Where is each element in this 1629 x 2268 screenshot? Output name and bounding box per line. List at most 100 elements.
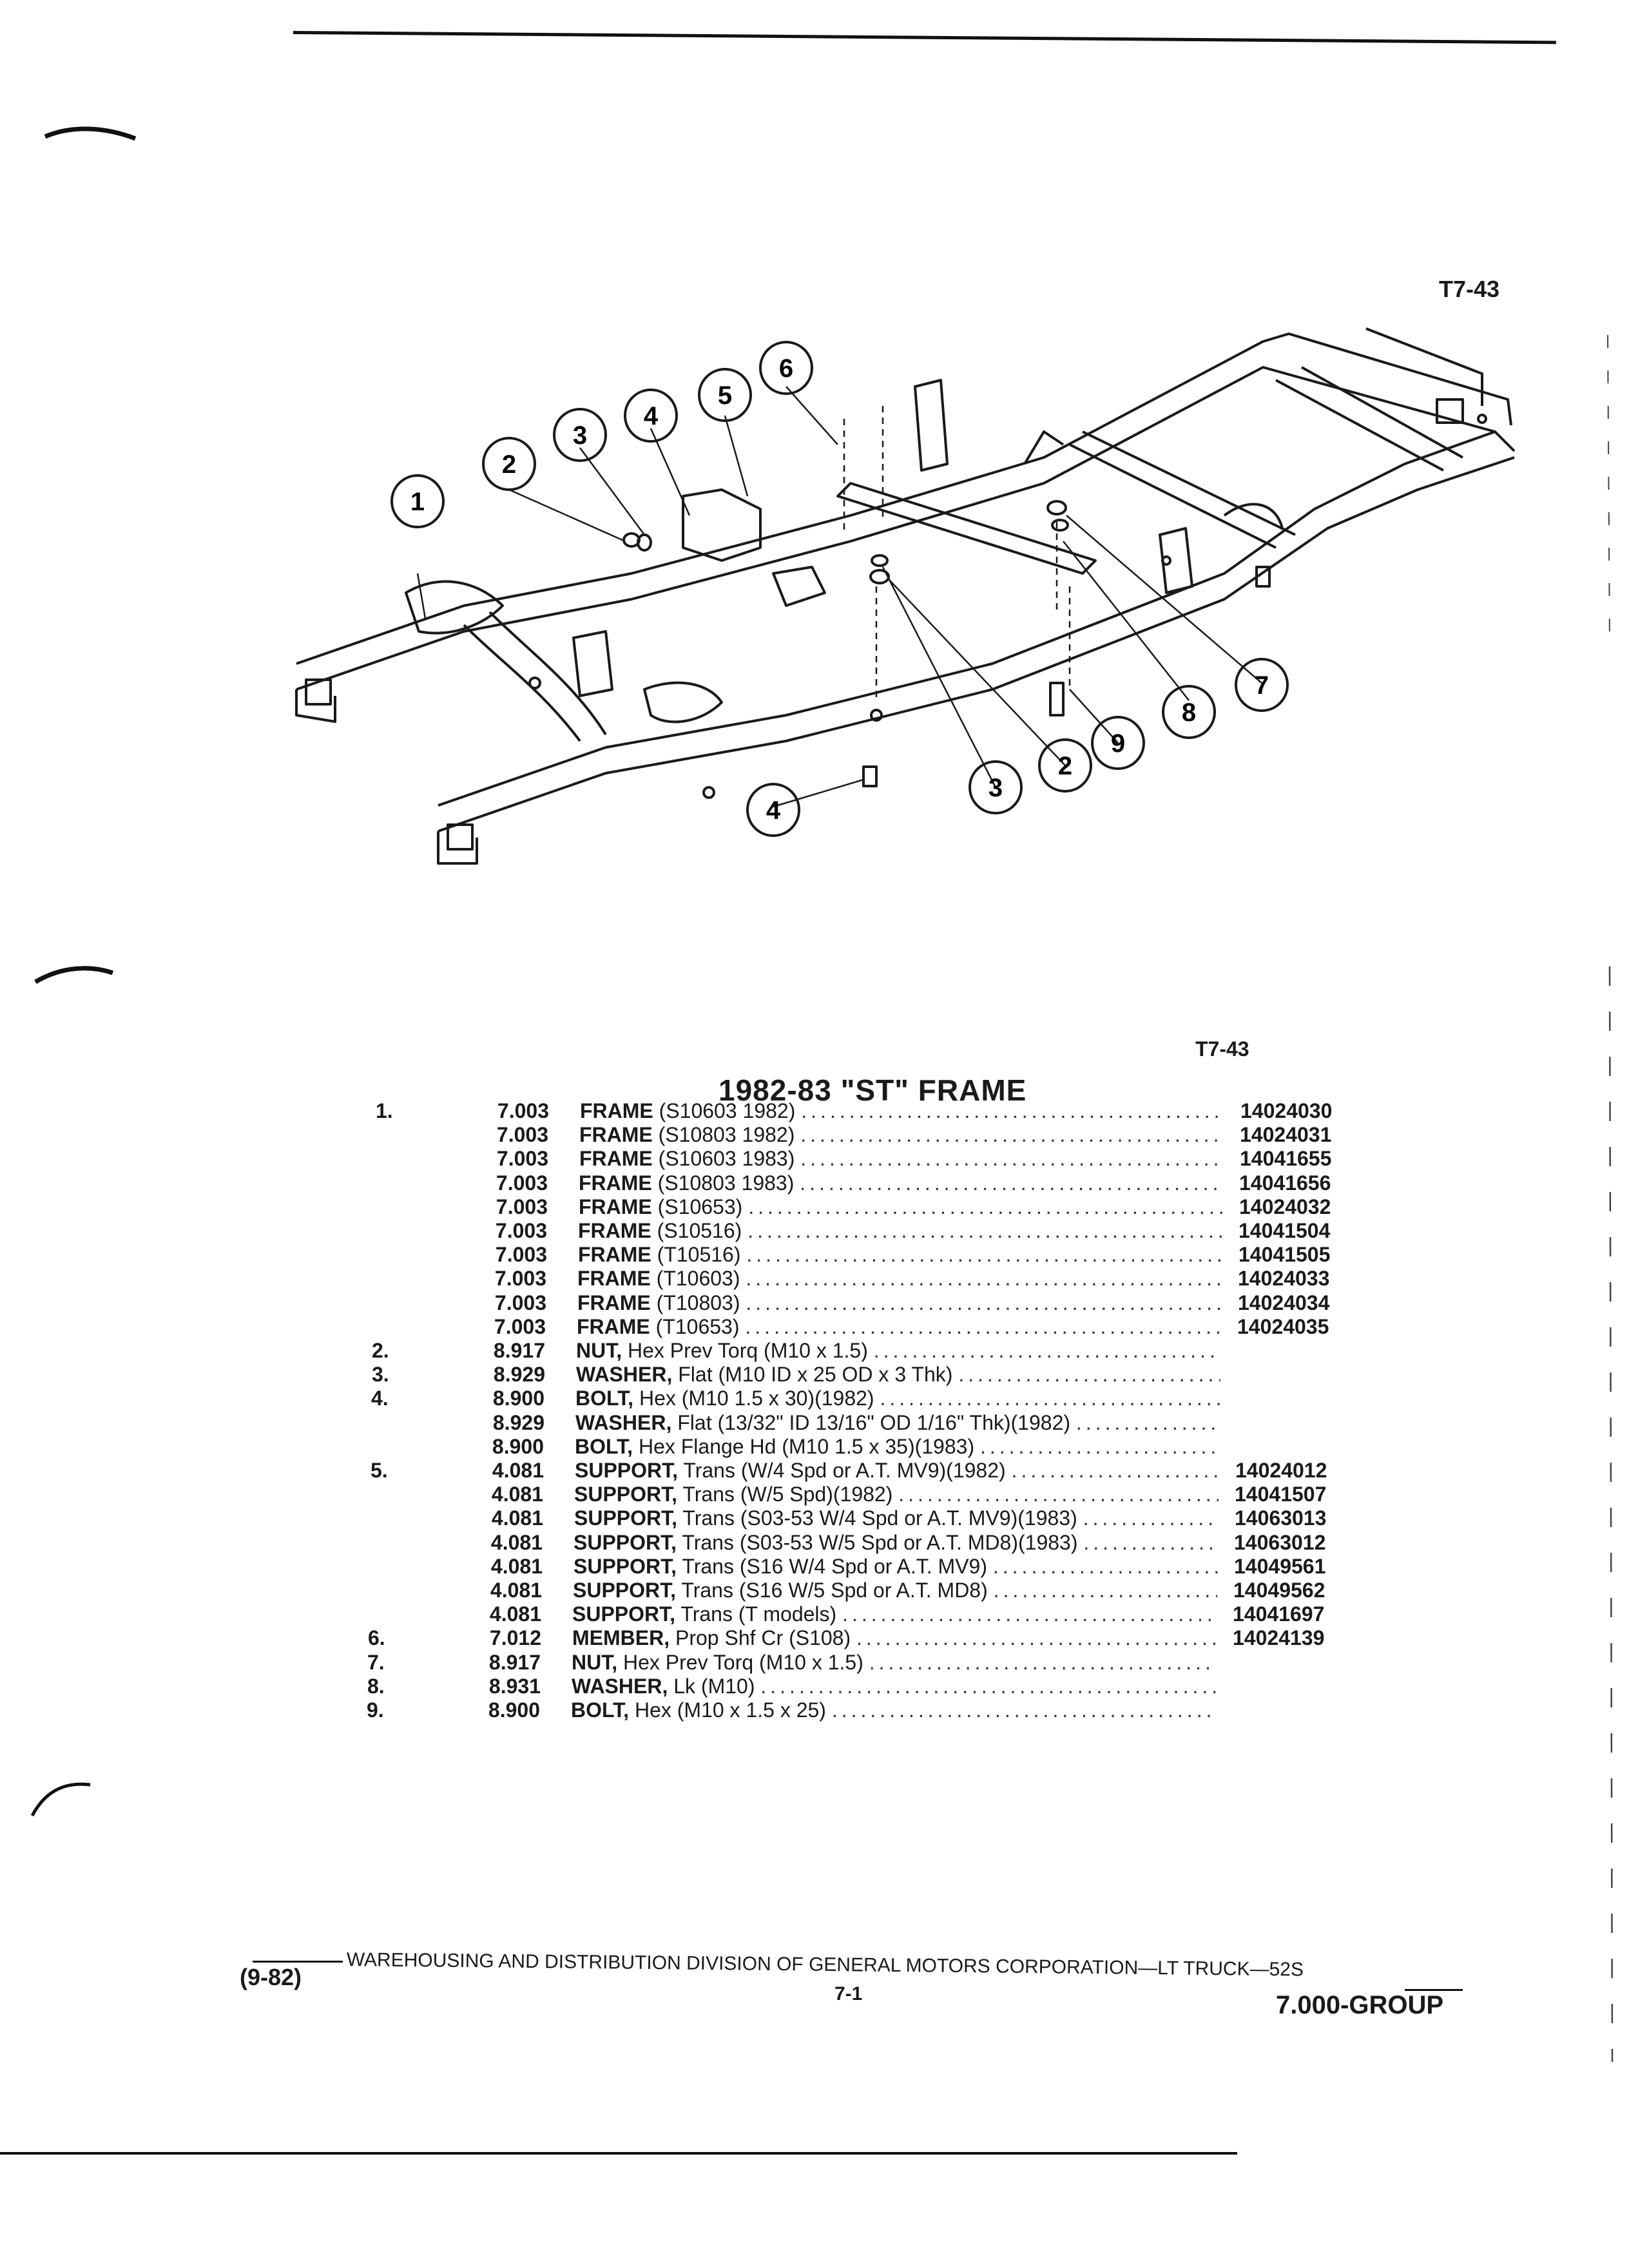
group-number: 4.081 xyxy=(490,1530,543,1554)
item-number: 4. xyxy=(371,1387,389,1410)
leader-dots: ........................................… xyxy=(800,1123,1224,1147)
part-spec: (S10603 1982) xyxy=(659,1099,796,1122)
part-spec: (T10803) xyxy=(656,1291,740,1314)
leader-dots: ........................................… xyxy=(746,1291,1222,1314)
item-number: 7. xyxy=(367,1650,385,1674)
leader-dots: ........................................… xyxy=(746,1243,1222,1267)
leader-dots: ........................................… xyxy=(898,1483,1219,1506)
part-description: BOLT, Hex Flange Hd (M10 1.5 x 35)(1983)… xyxy=(575,1435,1219,1459)
part-description: NUT, Hex Prev Torq (M10 x 1.5) .........… xyxy=(576,1339,1220,1363)
callout-8: 8 xyxy=(1182,698,1196,727)
parts-row: 1. 7.003 FRAME (S10603 1982) .............… xyxy=(0,1099,1629,1123)
part-name: WASHER, xyxy=(572,1674,668,1698)
part-description: NUT, Hex Prev Torq (M10 x 1.5) .........… xyxy=(572,1651,1216,1675)
footer-page: 7-1 xyxy=(834,1983,863,2004)
leader-dots: ........................................… xyxy=(958,1363,1220,1387)
part-number: 14024031 xyxy=(1240,1123,1332,1147)
part-name: BOLT, xyxy=(575,1434,633,1458)
part-number: 14024032 xyxy=(1239,1195,1331,1218)
footer-group: 7.000-GROUP xyxy=(1276,1991,1444,2019)
group-number: 8.900 xyxy=(492,1434,544,1458)
group-number: 4.081 xyxy=(491,1506,543,1530)
part-number: 14041656 xyxy=(1239,1171,1331,1195)
part-spec: (T10653) xyxy=(655,1314,740,1338)
item-number: 8. xyxy=(367,1674,385,1698)
callout-3: 3 xyxy=(573,421,587,450)
part-name: BOLT, xyxy=(575,1387,634,1410)
group-number: 7.003 xyxy=(495,1243,547,1267)
part-number: 14024012 xyxy=(1235,1459,1327,1482)
callout-2b: 2 xyxy=(1058,752,1072,780)
part-name: FRAME xyxy=(578,1243,651,1267)
group-number: 7.003 xyxy=(495,1219,547,1242)
part-name: WASHER, xyxy=(575,1410,672,1434)
part-description: FRAME (S10516) .........................… xyxy=(578,1219,1222,1243)
part-description: WASHER, Flat (13/32" ID 13/16" OD 1/16" … xyxy=(575,1411,1220,1435)
parts-row: 7.003 FRAME (S10653) ....................… xyxy=(0,1195,1628,1219)
part-description: FRAME (S10603 1983) ....................… xyxy=(579,1147,1224,1171)
part-number: 14041697 xyxy=(1233,1602,1325,1626)
leader-dots: ........................................… xyxy=(745,1314,1221,1338)
part-name: SUPPORT, xyxy=(574,1530,677,1554)
part-number: 14024030 xyxy=(1240,1099,1333,1122)
part-name: FRAME xyxy=(579,1147,653,1171)
part-name: MEMBER, xyxy=(572,1626,670,1650)
part-name: SUPPORT, xyxy=(575,1459,679,1482)
leader-dots: ........................................… xyxy=(873,1339,1220,1362)
group-number: 7.003 xyxy=(497,1099,549,1122)
leader-dots: ........................................… xyxy=(880,1387,1220,1410)
part-number: 14049561 xyxy=(1234,1554,1326,1578)
part-name: SUPPORT, xyxy=(574,1483,678,1506)
leader-dots: ........................................… xyxy=(1011,1459,1219,1482)
part-spec: Prop Shf Cr (S108) xyxy=(675,1626,851,1650)
part-name: FRAME xyxy=(578,1219,651,1242)
group-number: 7.003 xyxy=(496,1195,548,1218)
part-name: SUPPORT, xyxy=(574,1554,677,1578)
group-number: 8.929 xyxy=(492,1410,545,1434)
leader-dots: ........................................… xyxy=(800,1171,1223,1195)
callout-circles: 1 2 3 4 5 6 7 8 9 2 3 4 xyxy=(390,341,1289,837)
callout-5: 5 xyxy=(718,381,732,410)
part-spec: (T10603) xyxy=(656,1267,740,1291)
part-number: 14049562 xyxy=(1233,1579,1325,1602)
leader-dots: ........................................… xyxy=(801,1099,1224,1122)
part-spec: Flat (13/32" ID 13/16" OD 1/16" Thk)(198… xyxy=(677,1410,1071,1434)
part-spec: Hex (M10 x 1.5 x 25) xyxy=(634,1698,826,1722)
part-description: FRAME (S10803 1982) ....................… xyxy=(579,1123,1224,1147)
item-number: 9. xyxy=(367,1698,384,1722)
part-spec: Trans (T models) xyxy=(680,1602,837,1626)
part-description: FRAME (T10603) .........................… xyxy=(577,1267,1222,1291)
part-spec: Trans (S03-53 W/5 Spd or A.T. MD8)(1983) xyxy=(682,1530,1078,1554)
part-name: SUPPORT, xyxy=(573,1579,677,1602)
frame-diagram: 1 2 3 4 5 6 7 8 9 2 3 4 xyxy=(295,327,1516,865)
part-name: FRAME xyxy=(580,1099,653,1122)
part-name: FRAME xyxy=(577,1314,650,1338)
leader-dots: ........................................… xyxy=(800,1147,1224,1171)
part-description: FRAME (S10653) .........................… xyxy=(579,1195,1223,1219)
leader-dots: ........................................… xyxy=(993,1579,1217,1602)
group-number: 7.003 xyxy=(496,1123,548,1147)
footer-rule-left xyxy=(253,1961,343,1963)
part-description: BOLT, Hex (M10 x 1.5 x 25) .............… xyxy=(571,1698,1215,1722)
item-number: 1. xyxy=(376,1099,393,1122)
leader-dots: ........................................… xyxy=(856,1626,1217,1650)
group-number: 4.081 xyxy=(490,1554,543,1578)
part-spec: Trans (S16 W/4 Spd or A.T. MV9) xyxy=(682,1554,987,1578)
leader-dots: ........................................… xyxy=(831,1698,1215,1722)
leader-dots: ........................................… xyxy=(748,1195,1223,1218)
callout-9: 9 xyxy=(1111,729,1125,758)
item-number: 2. xyxy=(372,1339,389,1362)
parts-row: 8.929 WASHER, Flat (13/32" ID 13/16" OD 1… xyxy=(0,1411,1624,1435)
bottom-rule xyxy=(0,2152,1237,2155)
leader-dots: ........................................… xyxy=(1083,1506,1219,1530)
part-description: FRAME (T10516) .........................… xyxy=(578,1243,1222,1267)
parts-row: 7.003 FRAME (S10516) ....................… xyxy=(0,1219,1627,1243)
